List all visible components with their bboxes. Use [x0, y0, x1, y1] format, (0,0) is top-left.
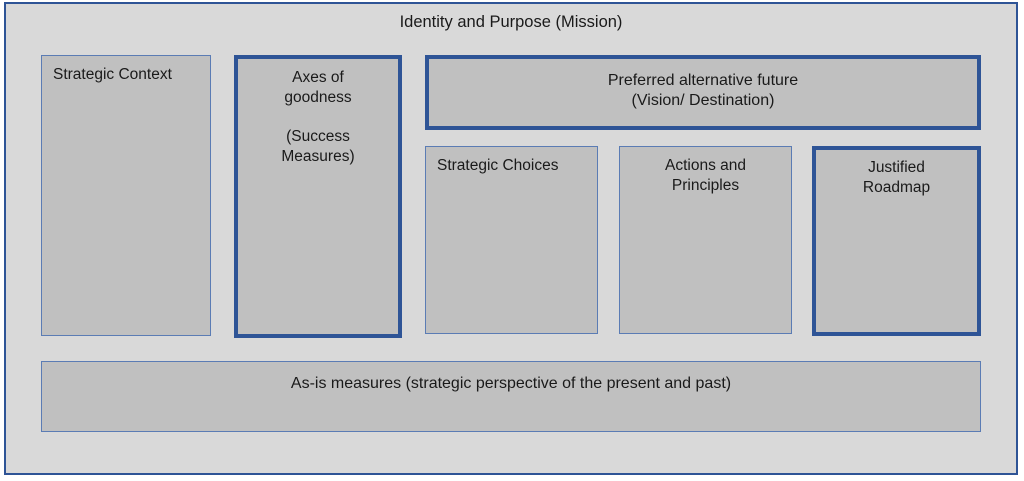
box-actions-and-principles: Actions and Principles: [619, 146, 792, 334]
box-justified-roadmap: Justified Roadmap: [812, 146, 981, 336]
strategy-framework-diagram: Identity and Purpose (Mission) Strategic…: [4, 2, 1018, 475]
box-strategic-context: Strategic Context: [41, 55, 211, 336]
box-as-is-measures: As-is measures (strategic perspective of…: [41, 361, 981, 432]
box-axes-of-goodness: Axes of goodness (Success Measures): [234, 55, 402, 338]
page-title: Identity and Purpose (Mission): [399, 13, 623, 31]
box-strategic-choices: Strategic Choices: [425, 146, 598, 334]
box-preferred-alternative-future: Preferred alternative future (Vision/ De…: [425, 55, 981, 130]
